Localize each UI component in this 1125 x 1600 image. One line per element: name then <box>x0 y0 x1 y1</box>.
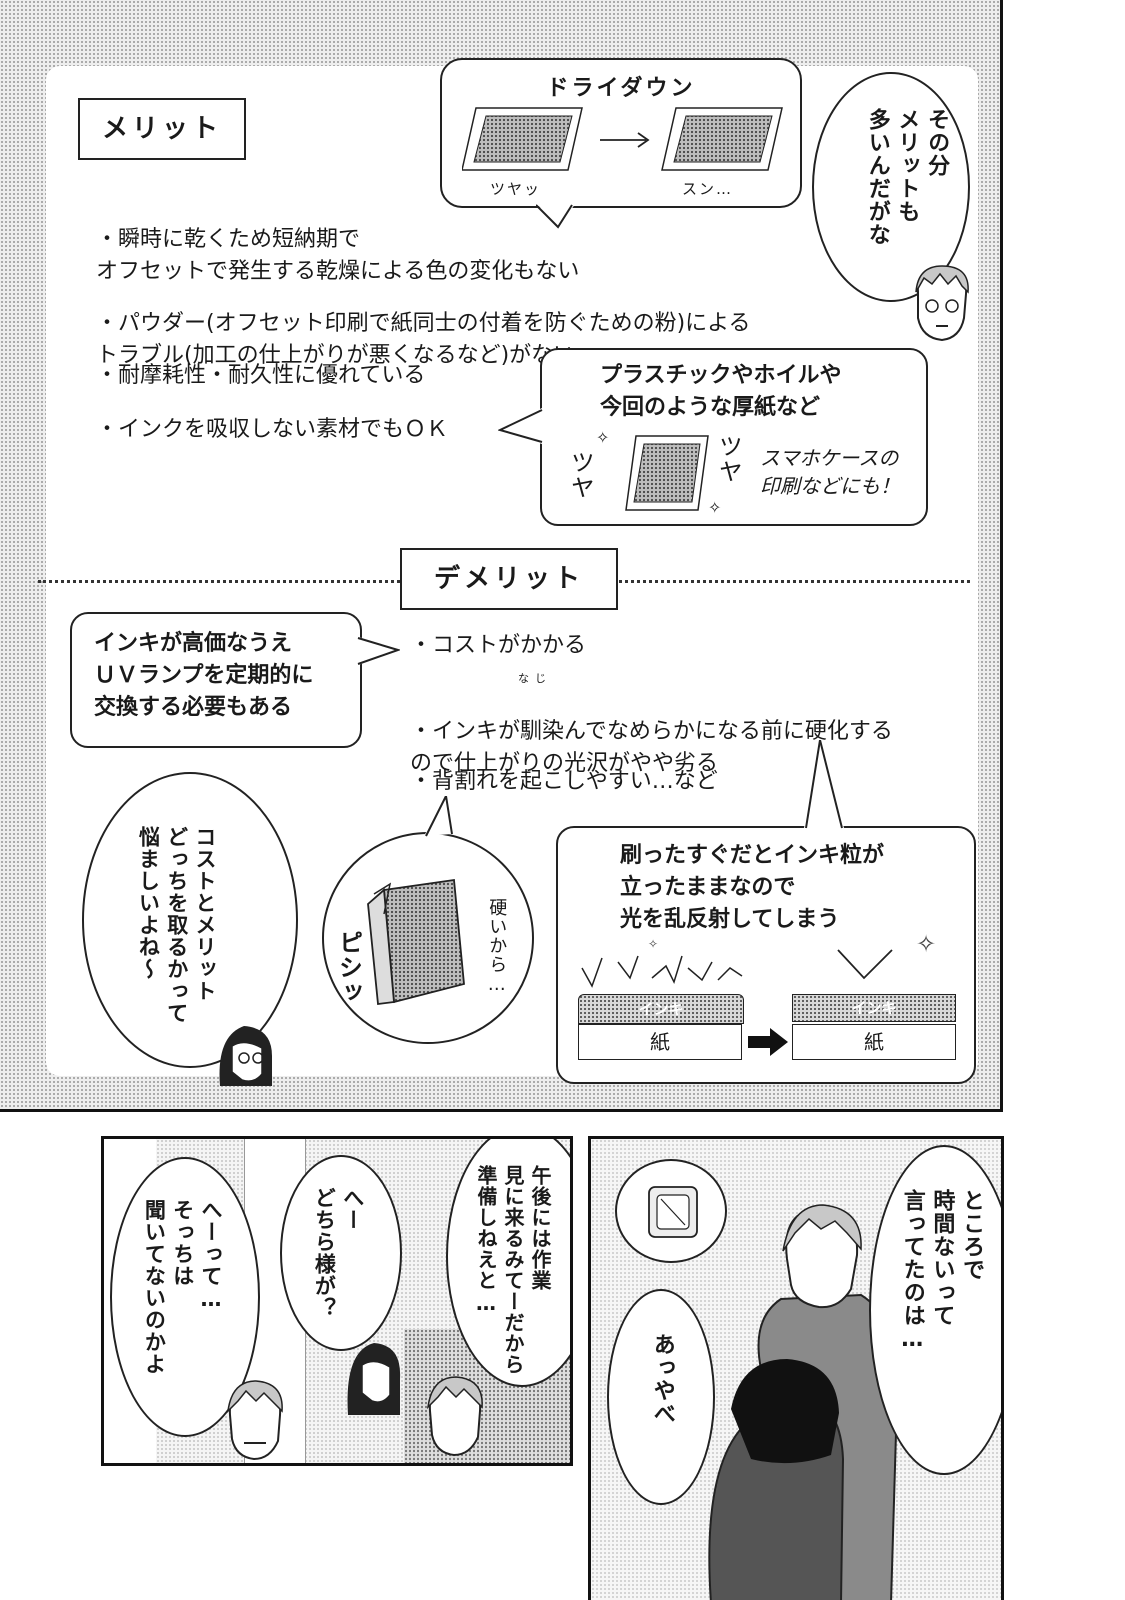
demerit-item-2-text: ・インキが馴染んでなめらかになる前に硬化する ので仕上がりの光沢がやや劣る <box>410 718 893 776</box>
cost-bubble-text: インキが高価なうえ ＵＶランプを定期的に 交換する必要もある <box>94 631 314 720</box>
demerit-label-text: デメリット <box>433 564 584 594</box>
bottom-right-speech-2-text: あっやべ <box>649 1333 675 1425</box>
demerit-label: デメリット <box>400 548 618 610</box>
arrow-right-icon <box>748 1028 788 1056</box>
merit-item-2: ・パウダー(オフセット印刷で紙同士の付着を防ぐための粉)による トラブル(加工の… <box>96 276 856 372</box>
book-bubble: ピシッ 硬いから… <box>322 832 534 1044</box>
bottom-right-panel: ところで 時間ないって 言ってたのは… あっやべ <box>588 1136 1004 1600</box>
bottom-left-speech-1: 午後には作業 見に来るみてーだから 準備しねえと… <box>446 1139 570 1387</box>
materials-bubble-tail <box>498 408 543 444</box>
paper-layer-right: 紙 <box>792 1024 956 1060</box>
cost-bubble-tail <box>356 636 400 666</box>
drydown-after-sfx: スン… <box>682 180 734 198</box>
paper-layer-left-label: 紙 <box>650 1030 670 1054</box>
character-face-longhair <box>219 1026 272 1086</box>
drydown-before-sfx: ツヤッ <box>490 180 542 198</box>
paper-layer-left: 紙 <box>578 1024 742 1060</box>
drydown-illustration <box>462 107 783 171</box>
character-face-glasses <box>915 265 969 342</box>
materials-bubble: プラスチックやホイルや 今回のような厚紙など ツヤ ツヤ スマホケースの 印刷な… <box>540 348 928 526</box>
ink-layer-rough-label: インキ <box>638 1000 684 1018</box>
merit-label-text: メリット <box>101 114 222 144</box>
ink-diagram-bubble: 刷ったすぐだとインキ粒が 立ったままなので 光を乱反射してしまう ✧ ✧ インキ… <box>556 826 976 1084</box>
merit-item-1: ・瞬時に乾くため短納期で オフセットで発生する乾燥による色の変化もない <box>96 192 736 288</box>
demerit-item-3: ・背割れを起こしやすい…など <box>410 766 790 798</box>
sparkle-icon: ✧ <box>596 428 610 447</box>
bottom-left-panel: 午後には作業 見に来るみてーだから 準備しねえと… へー どちら様が？ へーって… <box>101 1136 573 1466</box>
bottom-left-speech-1-text: 午後には作業 見に来るみてーだから 準備しねえと… <box>474 1165 552 1375</box>
merit-item-2-text: ・パウダー(オフセット印刷で紙同士の付着を防ぐための粉)による トラブル(加工の… <box>96 310 751 368</box>
book-sfx: ピシッ <box>334 930 363 1005</box>
materials-handwritten-note: スマホケースの 印刷などにも！ <box>760 446 900 498</box>
drydown-bubble-tail <box>536 203 576 229</box>
ink-diagram-text: 刷ったすぐだとインキ粒が 立ったままなので 光を乱反射してしまう <box>620 843 885 932</box>
cost-bubble: インキが高価なうえ ＵＶランプを定期的に 交換する必要もある <box>70 612 362 748</box>
svg-text:✧: ✧ <box>648 938 658 951</box>
bottom-left-speech-2: へー どちら様が？ <box>280 1155 402 1351</box>
materials-sfx-left: ツヤ <box>566 450 595 500</box>
ink-diagram-bubble-tail <box>804 740 844 829</box>
character-small-right <box>426 1376 483 1457</box>
character-small-left <box>226 1380 283 1461</box>
bottom-left-speech-2-text: へー どちら様が？ <box>312 1187 365 1319</box>
book-bubble-tail <box>424 796 453 837</box>
drydown-bubble: ドライダウン ツヤッ スン… <box>440 58 802 208</box>
bottom-right-speech-2: あっやべ <box>607 1289 715 1505</box>
merit-item-4-text: ・インクを吸収しない素材でもＯＫ <box>96 417 449 442</box>
bottom-right-speech-1-text: ところで 時間ないって 言ってたのは… <box>899 1189 985 1353</box>
furigana: なじ <box>518 672 552 685</box>
ink-particles-smooth: ✧ <box>837 930 936 980</box>
glossy-card-icon <box>648 1186 698 1238</box>
merit-item-4: ・インクを吸収しない素材でもＯＫ <box>96 414 516 446</box>
svg-text:✧: ✧ <box>916 930 936 958</box>
sparkle-icon: ✧ <box>708 498 722 517</box>
glossy-card-illustration <box>625 435 709 511</box>
book-text: 硬いから… <box>486 898 508 996</box>
speech-cost-text: コストとメリット どっちを取るかって 悩ましいよね〜 <box>136 826 218 1024</box>
character-standing-pair <box>708 1204 899 1600</box>
merit-item-3-text: ・耐摩耗性・耐久性に優れている <box>96 363 426 388</box>
merit-label: メリット <box>78 98 246 160</box>
speech-merit-bubble: その分 メリットも 多いんだがな <box>812 72 970 302</box>
merit-item-1-text: ・瞬時に乾くため短納期で オフセットで発生する乾燥による色の変化もない <box>96 226 580 284</box>
book-illustration <box>367 878 465 1006</box>
demerit-item-2: ・インキが馴染んでなめらかになる前に硬化する ので仕上がりの光沢がやや劣る <box>410 684 970 780</box>
ink-layer-smooth-label: インキ <box>851 999 897 1017</box>
bottom-left-speech-3-text: へーって… そっちは 聞いてないのかよ <box>142 1199 224 1375</box>
demerit-item-3-text: ・背割れを起こしやすい…など <box>410 769 718 794</box>
thought-bubble-card <box>615 1159 727 1263</box>
speech-merit-text: その分 メリットも 多いんだがな <box>864 108 950 246</box>
drydown-title: ドライダウン <box>546 76 696 101</box>
ink-layer-rough: インキ <box>578 994 744 1024</box>
demerit-item-1-text: ・コストがかかる <box>410 633 587 658</box>
materials-text: プラスチックやホイルや 今回のような厚紙など <box>600 363 842 420</box>
demerit-item-1: ・コストがかかる <box>410 630 710 662</box>
bottom-right-speech-1: ところで 時間ないって 言ってたのは… <box>869 1145 1001 1475</box>
merit-item-3: ・耐摩耗性・耐久性に優れている <box>96 360 556 392</box>
materials-sfx-right: ツヤ <box>714 434 743 484</box>
speech-cost-bubble: コストとメリット どっちを取るかって 悩ましいよね〜 <box>82 772 298 1068</box>
ink-particles-rough: ✧ <box>581 938 743 988</box>
paper-layer-right-label: 紙 <box>864 1030 884 1054</box>
ink-layer-smooth: インキ <box>792 994 956 1022</box>
character-small-middle <box>347 1343 401 1415</box>
top-panel: メリット ・瞬時に乾くため短納期で オフセットで発生する乾燥による色の変化もない… <box>0 0 1003 1112</box>
